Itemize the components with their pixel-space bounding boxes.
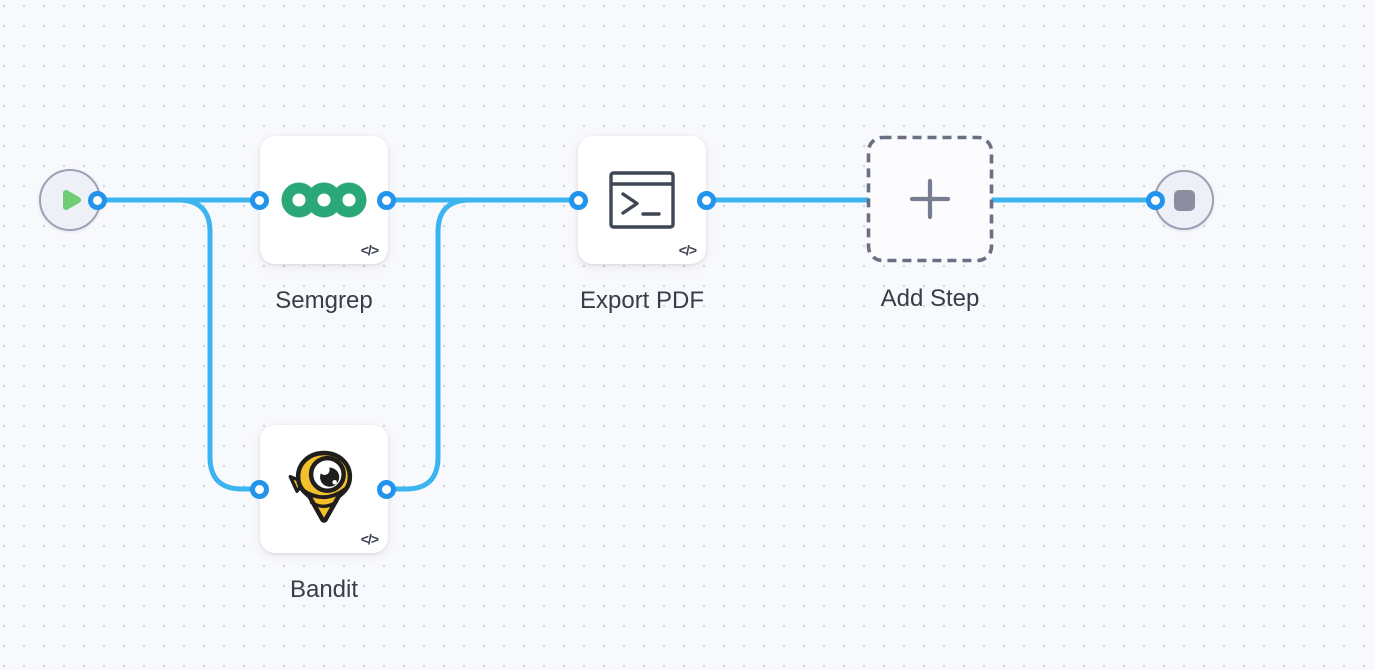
end-node[interactable]: [1154, 170, 1214, 230]
port-export-pdf-input[interactable]: [568, 190, 588, 210]
code-badge-icon: </>: [678, 242, 697, 258]
port-end-input[interactable]: [1145, 190, 1165, 210]
node-export-pdf[interactable]: </>: [578, 136, 706, 264]
port-semgrep-input[interactable]: [249, 190, 269, 210]
node-label-add-step: Add Step: [880, 285, 980, 312]
stop-icon: [1173, 189, 1195, 211]
edge-bandit-to-export-pdf[interactable]: [383, 197, 581, 492]
node-bandit[interactable]: </>: [260, 425, 388, 553]
port-semgrep-output[interactable]: [376, 190, 396, 210]
port-export-pdf-output[interactable]: [696, 190, 716, 210]
port-bandit-input[interactable]: [249, 479, 269, 499]
port-start-output[interactable]: [87, 190, 107, 210]
terminal-icon: [609, 171, 675, 229]
port-bandit-output[interactable]: [376, 479, 396, 499]
node-label-bandit: Bandit: [289, 576, 359, 603]
bandit-logo-icon: [288, 450, 353, 523]
code-badge-icon: </>: [360, 531, 379, 547]
play-icon: [63, 190, 81, 210]
node-label-export-pdf: Export PDF: [579, 287, 705, 314]
code-badge-icon: </>: [360, 242, 379, 258]
edge-start-to-bandit[interactable]: [94, 197, 262, 492]
plus-icon: [909, 178, 951, 220]
add-step-button[interactable]: [866, 135, 994, 263]
node-semgrep[interactable]: </>: [260, 136, 388, 264]
node-label-semgrep: Semgrep: [275, 287, 373, 314]
semgrep-logo-icon: [281, 182, 367, 218]
